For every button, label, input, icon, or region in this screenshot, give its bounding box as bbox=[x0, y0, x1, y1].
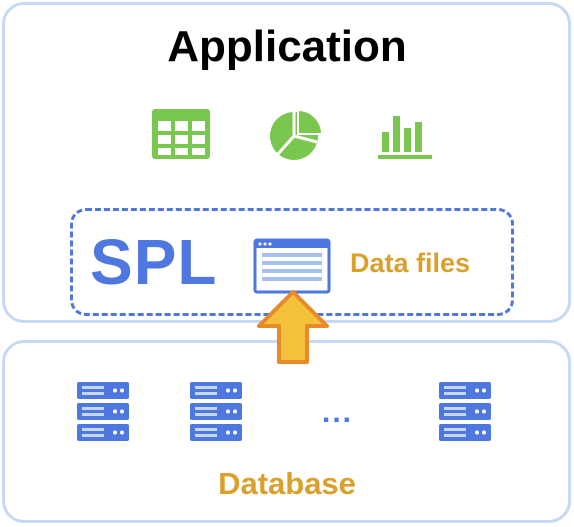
bar-chart-icon bbox=[378, 116, 432, 159]
ellipsis: ... bbox=[322, 396, 354, 429]
spl-label: SPL bbox=[90, 226, 218, 298]
server-stack-icon bbox=[190, 382, 242, 441]
application-title: Application bbox=[167, 22, 407, 71]
pie-chart-icon bbox=[270, 108, 324, 160]
server-stack-icon bbox=[77, 382, 129, 441]
table-icon bbox=[152, 109, 210, 159]
data-files-label: Data files bbox=[350, 248, 471, 278]
server-stack-icon bbox=[439, 382, 491, 441]
arrow-up-icon bbox=[257, 290, 329, 364]
document-window-icon bbox=[253, 238, 331, 294]
database-label: Database bbox=[218, 466, 356, 501]
